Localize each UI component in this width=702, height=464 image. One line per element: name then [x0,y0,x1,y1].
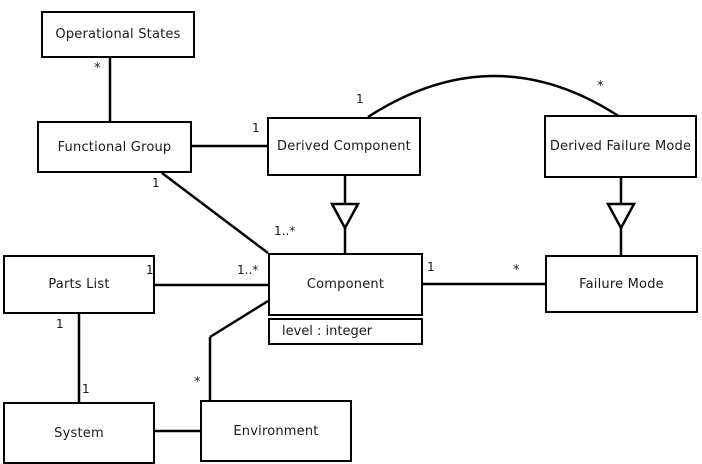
multiplicity-functional-group-component: 1 [152,176,160,190]
attribute-level: level : integer [282,324,373,339]
class-box-failure-mode[interactable]: Failure Mode [545,255,698,313]
multiplicity-derived-component-curve: 1 [356,92,364,106]
multiplicity-failure-mode-side: * [513,263,520,278]
multiplicity-operational-states-functional-group: * [94,61,101,76]
class-box-environment[interactable]: Environment [200,400,352,462]
multiplicity-derived-failure-mode-curve: * [597,79,604,94]
multiplicity-system-top: 1 [82,382,90,396]
multiplicity-functional-group-derived-component: 1 [252,121,260,135]
class-name-derived-component: Derived Component [277,139,411,154]
generalization-triangle-failure-mode [605,202,637,231]
class-box-functional-group[interactable]: Functional Group [37,121,192,173]
curve-derived-component-derived-failure-mode [367,74,621,119]
multiplicity-parts-list-to-system: 1 [56,317,64,331]
line-functional-group-component [161,172,269,254]
multiplicity-component-from-functional-group: 1..* [274,224,296,238]
class-box-derived-component[interactable]: Derived Component [267,117,421,176]
class-name-functional-group: Functional Group [57,139,172,155]
class-box-derived-failure-mode[interactable]: Derived Failure Mode [544,115,697,178]
class-name-failure-mode: Failure Mode [579,276,664,292]
class-name-operational-states: Operational States [55,27,181,42]
generalization-triangle-component [329,202,361,231]
class-box-parts-list[interactable]: Parts List [3,255,155,314]
multiplicity-parts-list-side: 1 [146,263,154,277]
class-name-derived-failure-mode: Derived Failure Mode [549,139,692,154]
class-box-operational-states[interactable]: Operational States [41,11,195,58]
class-box-system[interactable]: System [3,402,155,464]
line-environment-component-diagonal [209,299,269,339]
class-attributes-component: level : integer [268,318,423,345]
multiplicity-component-to-failure-mode: 1 [427,260,435,274]
multiplicity-component-from-parts-list: 1..* [237,263,259,277]
class-name-parts-list: Parts List [48,277,110,292]
class-name-component: Component [306,277,385,292]
class-name-system: System [54,425,104,441]
class-box-component[interactable]: Component [268,253,423,316]
class-name-environment: Environment [233,423,319,439]
multiplicity-environment-to-component: * [194,375,201,390]
